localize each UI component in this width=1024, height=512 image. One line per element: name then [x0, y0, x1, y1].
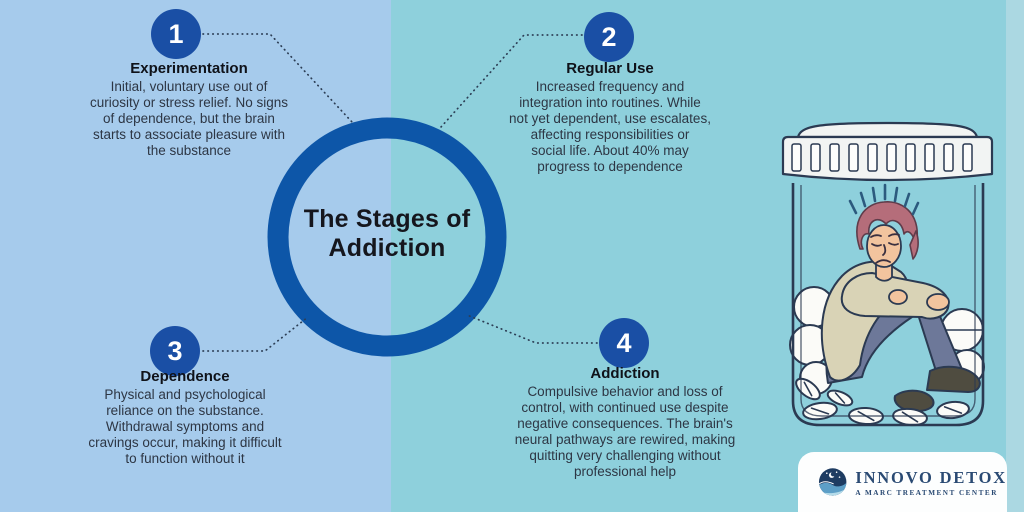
brand-text-group: INNOVO DETOX A MARC TREATMENT CENTER — [855, 468, 1007, 497]
person-eye-right — [888, 242, 899, 246]
person-sad-mouth — [875, 259, 891, 264]
stage-2-number: 2 — [601, 21, 617, 52]
stage-1-block: Experimentation Initial, voluntary use o… — [45, 60, 333, 159]
page-title: The Stages of Addiction — [303, 205, 471, 262]
stage-2-description: Increased frequency and integration into… — [509, 79, 711, 174]
person-in-pill-jar-illustration — [781, 121, 994, 427]
stress-marks — [848, 183, 920, 216]
person-hair — [856, 201, 919, 250]
person-brow-left — [870, 234, 882, 238]
connector-line-stage-4 — [466, 314, 598, 344]
stage-3-badge: 3 — [150, 326, 200, 376]
person-hair-side — [909, 230, 919, 260]
stage-3-description: Physical and psychological reliance on t… — [88, 387, 282, 466]
person-shoe-right — [926, 365, 981, 393]
stage-4-description: Compulsive behavior and loss of control,… — [514, 384, 736, 479]
brand-name: INNOVO DETOX — [855, 467, 1007, 487]
brand-tagline: A MARC TREATMENT CENTER — [855, 488, 998, 497]
person-eye-left — [871, 243, 882, 247]
person-nose — [882, 244, 887, 256]
stage-1-description: Initial, voluntary use out of curiosity … — [89, 79, 289, 158]
connector-line-stage-2 — [440, 34, 583, 128]
stage-2-block: Regular Use Increased frequency and inte… — [466, 60, 754, 175]
background-left-panel — [0, 0, 391, 512]
brand-logo-card: INNOVO DETOX A MARC TREATMENT CENTER — [798, 452, 1007, 512]
stage-4-title: Addiction — [590, 365, 660, 382]
center-ring — [267, 117, 507, 357]
jar — [781, 121, 994, 427]
jar-lid-dome — [796, 121, 979, 139]
person-hand-left — [888, 289, 908, 305]
stage-4-number: 4 — [616, 327, 632, 358]
person-shoe-front — [893, 389, 935, 413]
stage-4-block: Addiction Compulsive behavior and loss o… — [480, 365, 770, 480]
jar-lid-ribs — [791, 143, 973, 172]
stage-1-title: Experimentation — [130, 60, 248, 77]
stage-1-badge: 1 — [151, 9, 201, 59]
jar-outer-wall — [791, 183, 985, 427]
stage-3-title: Dependence — [140, 368, 230, 385]
person-hand-right — [926, 293, 950, 311]
stage-3-number: 3 — [167, 335, 183, 366]
innovo-detox-logo-icon — [818, 468, 847, 496]
stage-1-number: 1 — [168, 18, 184, 49]
person-neck — [875, 261, 893, 282]
stage-2-title: Regular Use — [566, 60, 654, 77]
stage-3-block: Dependence Physical and psychological re… — [40, 368, 330, 467]
connector-line-stage-3 — [202, 316, 309, 352]
person-brow-right — [888, 233, 900, 237]
stage-4-badge: 4 — [599, 318, 649, 368]
sad-person — [820, 183, 981, 413]
connector-line-stage-1 — [202, 33, 353, 123]
background-right-strip — [1006, 0, 1024, 512]
jar-inner-wall — [800, 185, 976, 417]
stage-2-badge: 2 — [584, 12, 634, 62]
